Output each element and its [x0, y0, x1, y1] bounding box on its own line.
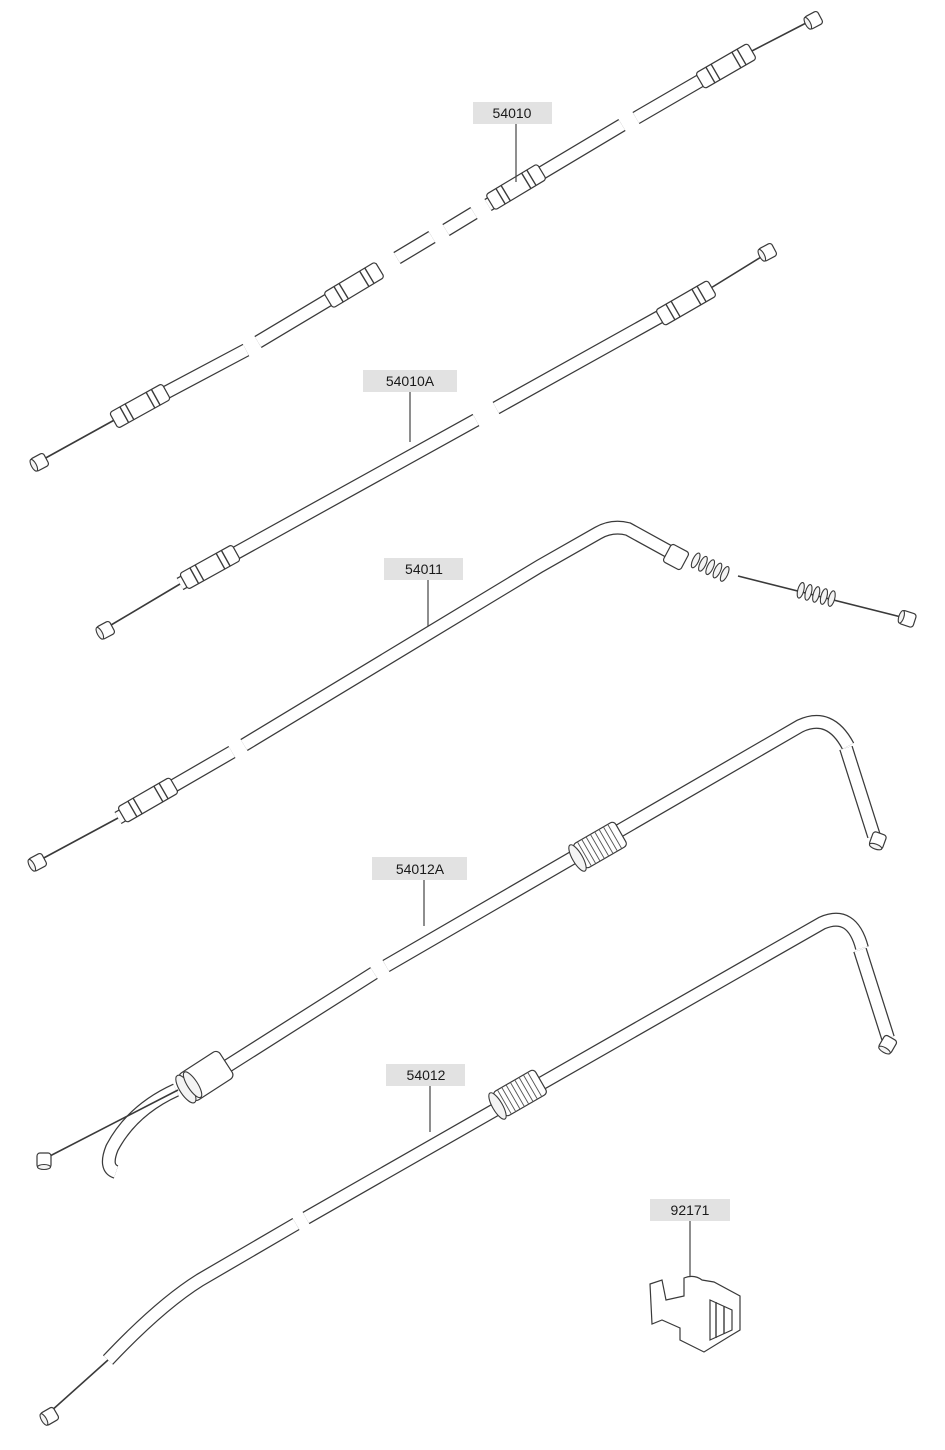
cable-end-nipple: [896, 608, 918, 629]
label-54010a: 54010A: [386, 373, 435, 389]
label-54012: 54012: [407, 1067, 446, 1083]
callout-92171: 92171: [650, 1199, 730, 1276]
label-54012a: 54012A: [396, 861, 445, 877]
cable-54010a: [93, 241, 779, 642]
cable-end-nipple: [25, 851, 49, 874]
callout-54012: 54012: [386, 1064, 465, 1132]
label-54011: 54011: [405, 561, 443, 577]
cable-end-nipple: [36, 1152, 52, 1171]
label-92171: 92171: [671, 1202, 710, 1218]
cable-end-nipple: [801, 9, 825, 32]
cable-54010: [27, 9, 825, 474]
cable-end-nipple: [27, 451, 51, 474]
callout-54012a: 54012A: [372, 857, 467, 926]
callout-54011: 54011: [384, 558, 463, 626]
cable-end-nipple: [37, 1405, 61, 1428]
cable-54012: [37, 912, 899, 1428]
callout-54010: 54010: [473, 102, 552, 182]
cable-54012a: [36, 715, 888, 1179]
cable-end-nipple: [876, 1033, 899, 1057]
clamp-92171: [649, 1275, 741, 1353]
label-54010: 54010: [493, 105, 532, 121]
cable-end-nipple: [755, 241, 779, 264]
callout-54010a: 54010A: [363, 370, 457, 442]
cable-54011: [25, 520, 918, 874]
